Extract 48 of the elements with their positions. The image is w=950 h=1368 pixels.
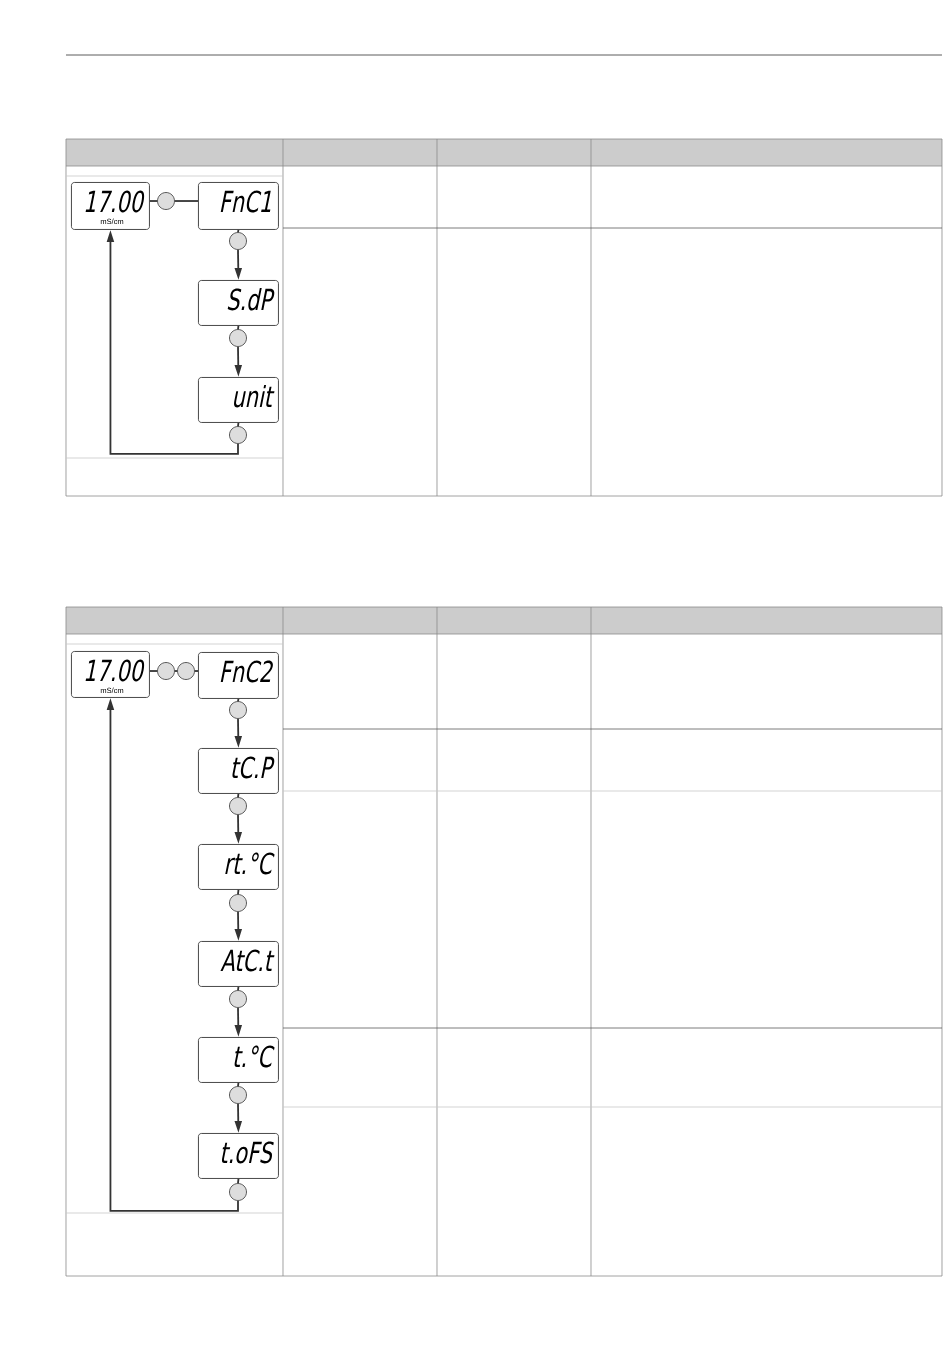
connector-line [194, 670, 199, 672]
key-symbol [229, 1183, 247, 1201]
connector-line [237, 793, 240, 798]
connector-line [237, 325, 240, 330]
lcd-display [71, 182, 150, 230]
display-reading: t.oFS [222, 1141, 274, 1164]
display-reading: t.°C [234, 1045, 275, 1068]
lcd-display [198, 280, 279, 326]
connector-line [174, 200, 199, 202]
key-symbol [157, 662, 175, 680]
lcd-display [198, 1133, 279, 1179]
connector-line [149, 200, 158, 202]
display-reading: 17.00 [85, 190, 145, 213]
lcd-display [198, 182, 279, 230]
display-reading: S.dP [227, 288, 275, 311]
display-reading: tC.P [232, 756, 275, 779]
connector-line [149, 670, 158, 672]
key-symbol [229, 1086, 247, 1104]
key-symbol [229, 701, 247, 719]
key-symbol [229, 232, 247, 250]
lcd-display [198, 844, 279, 890]
lcd-display [71, 651, 150, 698]
display-reading: FnC2 [220, 660, 273, 683]
display-reading: 17.00 [85, 659, 145, 682]
connector-line [237, 1178, 240, 1184]
connector-line [237, 889, 240, 895]
key-symbol [229, 329, 247, 347]
display-reading: FnC1 [220, 190, 271, 213]
key-symbol [229, 426, 247, 444]
display-reading: unit [234, 385, 275, 408]
key-symbol [157, 192, 175, 210]
lcd-display [198, 748, 279, 794]
key-symbol [229, 990, 247, 1008]
lcd-display [198, 652, 279, 699]
connector-line [237, 986, 240, 991]
lcd-display [198, 377, 279, 423]
connector-line [237, 422, 240, 427]
connector-line [237, 229, 240, 233]
lcd-display [198, 941, 279, 987]
connector-line [237, 698, 240, 702]
key-symbol [177, 662, 195, 680]
connector-line [174, 670, 178, 672]
key-symbol [229, 797, 247, 815]
connector-line [237, 1082, 240, 1087]
lcd-display [198, 1037, 279, 1083]
display-reading: AtC.t [220, 949, 275, 972]
key-symbol [229, 894, 247, 912]
display-reading: rt.°C [225, 852, 275, 875]
